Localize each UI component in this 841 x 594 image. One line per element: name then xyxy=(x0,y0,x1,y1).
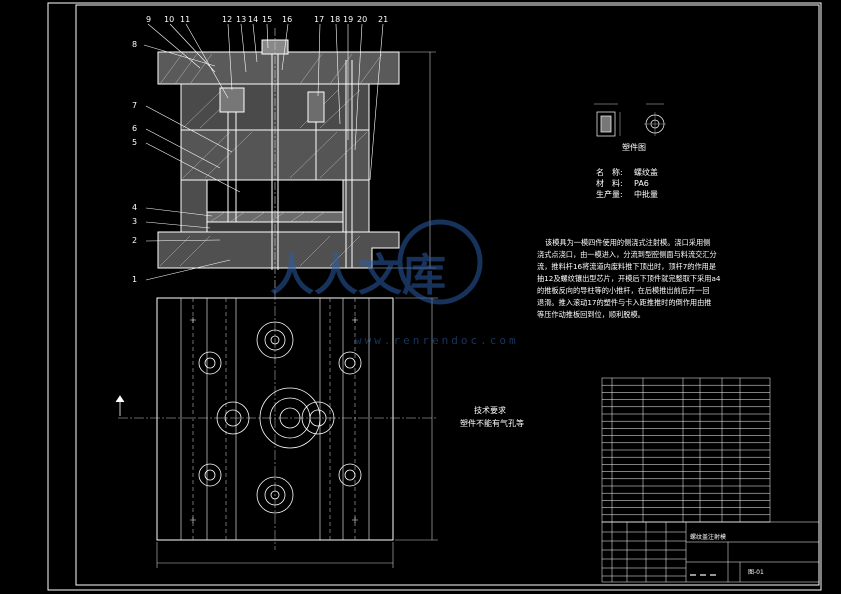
design-description: 该模具为一模四件使用的侧浇式注射模。浇口采用侧 浇式点浇口，由一模进入，分流到型… xyxy=(537,238,721,319)
part-name-value: 螺纹盖 xyxy=(634,167,658,177)
bill-of-materials xyxy=(601,377,771,523)
description-line: 等压作动推板回到位，顺利脱模。 xyxy=(537,310,645,319)
description-line: 浇式点浇口，由一模进入，分流到型腔侧面与料流交汇分 xyxy=(537,250,717,259)
callout-8: 8 xyxy=(132,40,137,49)
callout-7: 7 xyxy=(132,101,137,110)
callout-15: 15 xyxy=(262,15,272,24)
callout-21: 21 xyxy=(378,15,388,24)
plan-view xyxy=(115,290,438,568)
part-name-label: 名 称: xyxy=(596,167,623,177)
callout-6: 6 xyxy=(132,124,137,133)
callout-9: 9 xyxy=(146,15,151,24)
section-view xyxy=(157,28,436,290)
callout-3: 3 xyxy=(132,217,137,226)
description-line: 该模具为一模四件使用的侧浇式注射模。浇口采用侧 xyxy=(545,238,710,247)
callout-18: 18 xyxy=(330,15,340,24)
tech-requirements-line: 塑件不能有气孔等 xyxy=(460,418,524,428)
inner-border xyxy=(75,4,820,586)
part-sketch xyxy=(594,103,666,137)
callout-10: 10 xyxy=(164,15,174,24)
callout-4: 4 xyxy=(132,203,137,212)
tech-requirements-title: 技术要求 xyxy=(474,405,506,415)
title-block-drawing-name: 螺纹盖注射模 xyxy=(690,533,726,541)
callout-16: 16 xyxy=(282,15,292,24)
watermark-brand: 人人文库 xyxy=(270,250,446,301)
watermark-logo: 人人文库 www.renrendoc.com xyxy=(270,219,519,347)
description-line: 的推板反向的导柱等的小推杆，在后模推出前后开一回 xyxy=(537,286,710,295)
title-block-drawing-no: 图-01 xyxy=(748,569,764,576)
part-sketch-title: 塑件图 xyxy=(622,142,646,152)
callout-14: 14 xyxy=(248,15,258,24)
part-info: 名 称: 螺纹盖 材 料: PA6 生产量: 中批量 xyxy=(596,167,658,199)
part-material-label: 材 料: xyxy=(596,178,623,188)
part-batch-value: 中批量 xyxy=(634,189,658,199)
callout-13: 13 xyxy=(236,15,246,24)
description-line: 退滑。推入滚动17的塑件与卡入距推推时的倒作用由推 xyxy=(537,298,711,307)
callout-12: 12 xyxy=(222,15,232,24)
callout-17: 17 xyxy=(314,15,324,24)
callout-2: 2 xyxy=(132,236,137,245)
left-leader-lines xyxy=(143,44,241,281)
callout-11: 11 xyxy=(180,15,190,24)
part-batch-label: 生产量: xyxy=(596,189,623,199)
callout-19: 19 xyxy=(343,15,353,24)
title-block xyxy=(601,521,820,583)
callout-20: 20 xyxy=(357,15,367,24)
part-material-value: PA6 xyxy=(634,179,649,188)
watermark-url: www.renrendoc.com xyxy=(355,334,519,347)
outer-border xyxy=(47,2,822,591)
description-line: 流，推料杆16将流道内废料推下顶出时，顶杆7的作用是 xyxy=(537,262,716,271)
callout-1: 1 xyxy=(132,275,137,284)
callout-5: 5 xyxy=(132,138,137,147)
description-line: 抽12及螺纹镶出型芯片，开模后下顶件就完整取下采用a4 xyxy=(537,274,721,283)
